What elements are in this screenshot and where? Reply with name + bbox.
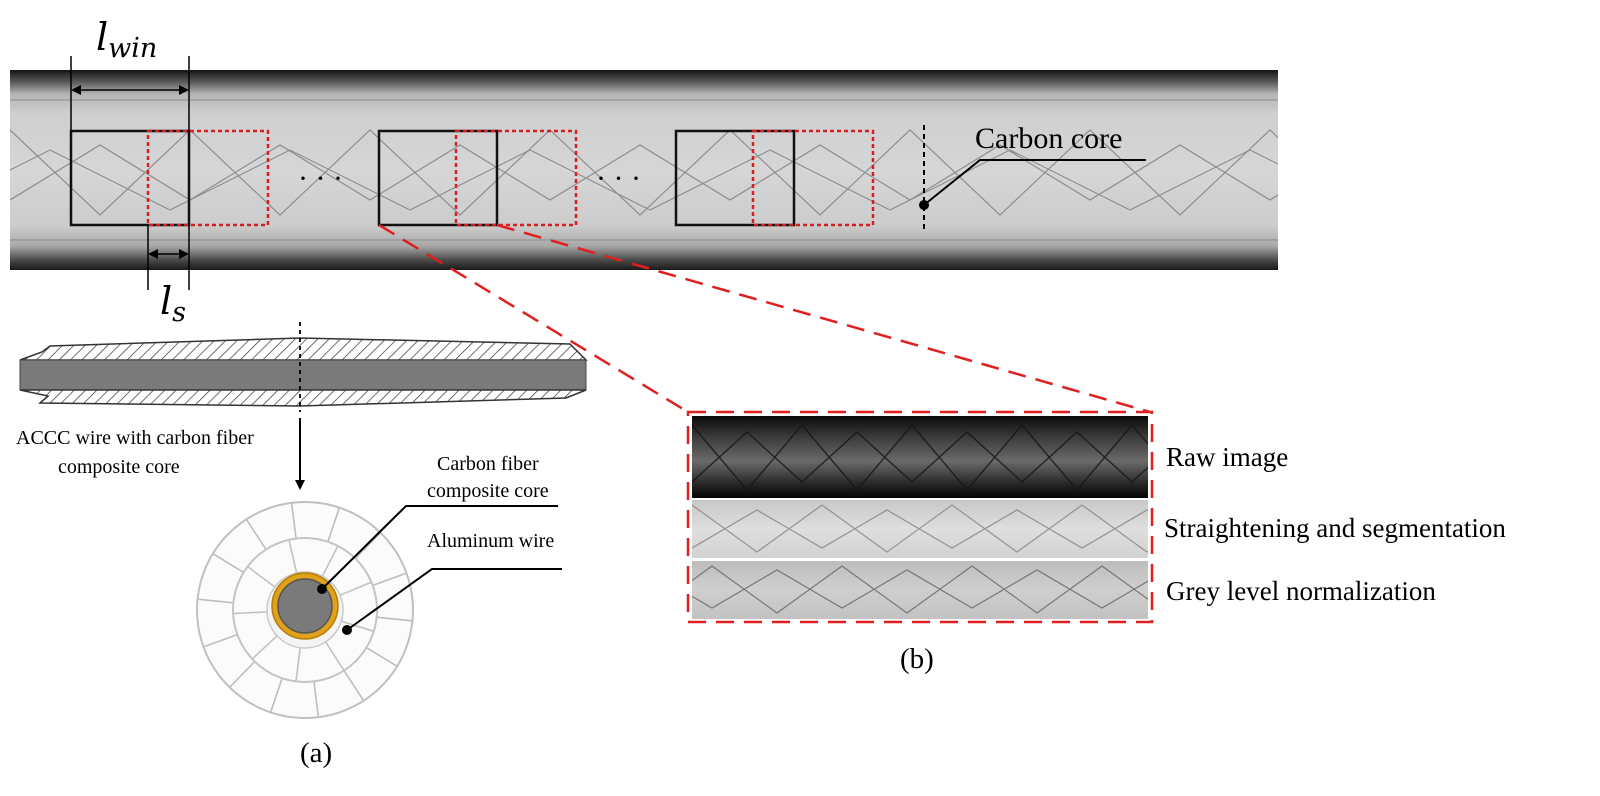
fiber-trace <box>10 144 1278 201</box>
strand-divider <box>269 677 283 713</box>
strand-divider <box>288 539 298 574</box>
ellipsis-2: · · · <box>596 162 641 195</box>
strand-divider <box>376 616 413 622</box>
strand-divider <box>247 565 276 588</box>
strand-divider <box>229 660 256 688</box>
svg-text:lwin: lwin <box>96 15 157 64</box>
carbon-core-label: Carbon core <box>975 122 1122 155</box>
fiber-trace <box>692 565 1148 614</box>
wire-cross-section <box>196 501 562 719</box>
strand-divider <box>321 545 339 577</box>
strand-divider <box>327 507 341 543</box>
strand-divider <box>295 647 301 682</box>
strand-divider <box>212 553 245 574</box>
strand-divider <box>313 681 320 718</box>
stage-normalized-image <box>692 561 1148 619</box>
window-group-2 <box>377 129 578 227</box>
strand-divider <box>365 646 398 667</box>
carbon-core-callout: Carbon core <box>919 122 1146 230</box>
fiber-trace <box>692 509 1148 549</box>
strand-divider <box>339 581 372 597</box>
zoom-lines <box>378 223 1151 414</box>
shifted-window-3 <box>751 129 875 227</box>
panel-b: Raw image Straightening and segmentation… <box>686 410 1506 675</box>
strand-divider <box>324 641 345 671</box>
zoom-frame <box>686 410 1154 624</box>
strand-divider <box>245 518 267 550</box>
panel-b-label: (b) <box>900 643 934 675</box>
stage-straighten-label: Straightening and segmentation <box>1164 513 1506 543</box>
strand-divider <box>343 670 365 702</box>
fiber-trace <box>692 431 1148 483</box>
ellipsis-1: · · · <box>298 162 343 195</box>
shifted-window-2 <box>454 129 578 227</box>
step-length-dimension: ls <box>147 225 190 328</box>
xray-strip <box>10 70 1278 270</box>
carbon-fiber-core-label: Carbon fiber composite core <box>427 453 549 502</box>
strand-divider <box>197 598 234 604</box>
fiber-trace <box>10 149 1278 211</box>
accc-wire-label: ACCC wire with carbon fiber composite co… <box>16 427 259 478</box>
step-length-sub: s <box>172 297 186 328</box>
step-length-base: l <box>160 279 172 323</box>
window-length-base: l <box>96 15 108 59</box>
wire-side-view <box>19 322 588 412</box>
aluminum-wire-label: Aluminum wire <box>427 530 554 552</box>
stage-raw-image <box>692 416 1148 498</box>
fiber-trace <box>692 423 1148 492</box>
strand-divider <box>341 620 375 633</box>
strand-divider <box>203 633 238 648</box>
window-length-sub: win <box>108 33 157 64</box>
window-length-dimension: lwin <box>70 15 190 131</box>
strand-divider <box>354 532 381 560</box>
strand-divider <box>372 572 407 587</box>
strand-divider <box>233 611 268 615</box>
stage-normalize-label: Grey level normalization <box>1166 576 1436 606</box>
panel-a: ACCC wire with carbon fiber composite co… <box>16 322 588 769</box>
window-2 <box>377 129 499 227</box>
window-3 <box>674 129 796 227</box>
shifted-window-1 <box>146 129 270 227</box>
panel-a-label: (a) <box>300 737 332 769</box>
window-group-3 <box>674 129 875 227</box>
window-group-1 <box>69 129 270 227</box>
fiber-trace <box>10 129 1278 216</box>
window-1 <box>69 129 191 227</box>
svg-text:ls: ls <box>160 279 186 328</box>
strand-divider <box>290 502 297 539</box>
strand-divider <box>251 635 278 660</box>
stage-raw-label: Raw image <box>1166 442 1288 472</box>
fiber-trace <box>692 569 1148 609</box>
